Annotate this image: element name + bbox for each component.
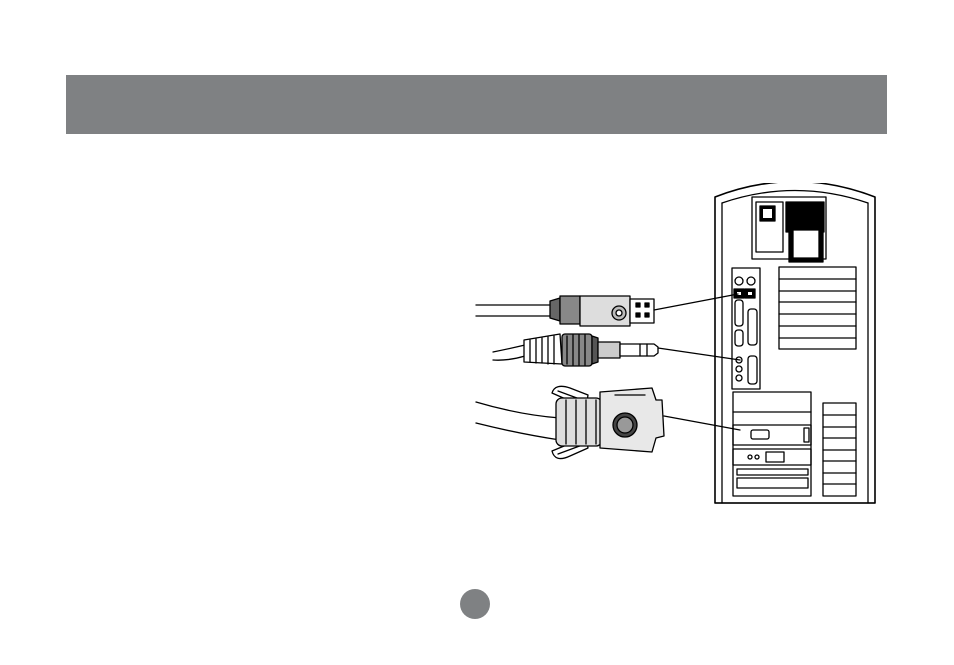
audio-cable [493,334,658,366]
usb-cable [476,296,654,326]
vent-grille-lower [823,403,856,496]
vga-cable [476,386,664,458]
audio-connection-line [658,348,740,360]
computer-tower [715,183,875,503]
page-number-marker [460,589,490,619]
header-bar [66,75,887,134]
vent-grille-top [779,267,856,349]
vga-connection-line [664,416,740,430]
expansion-cards [733,392,811,496]
power-supply [752,197,826,262]
cable-connection-illustration [470,183,890,513]
io-panel [732,268,760,389]
usb-connection-line [654,294,738,310]
